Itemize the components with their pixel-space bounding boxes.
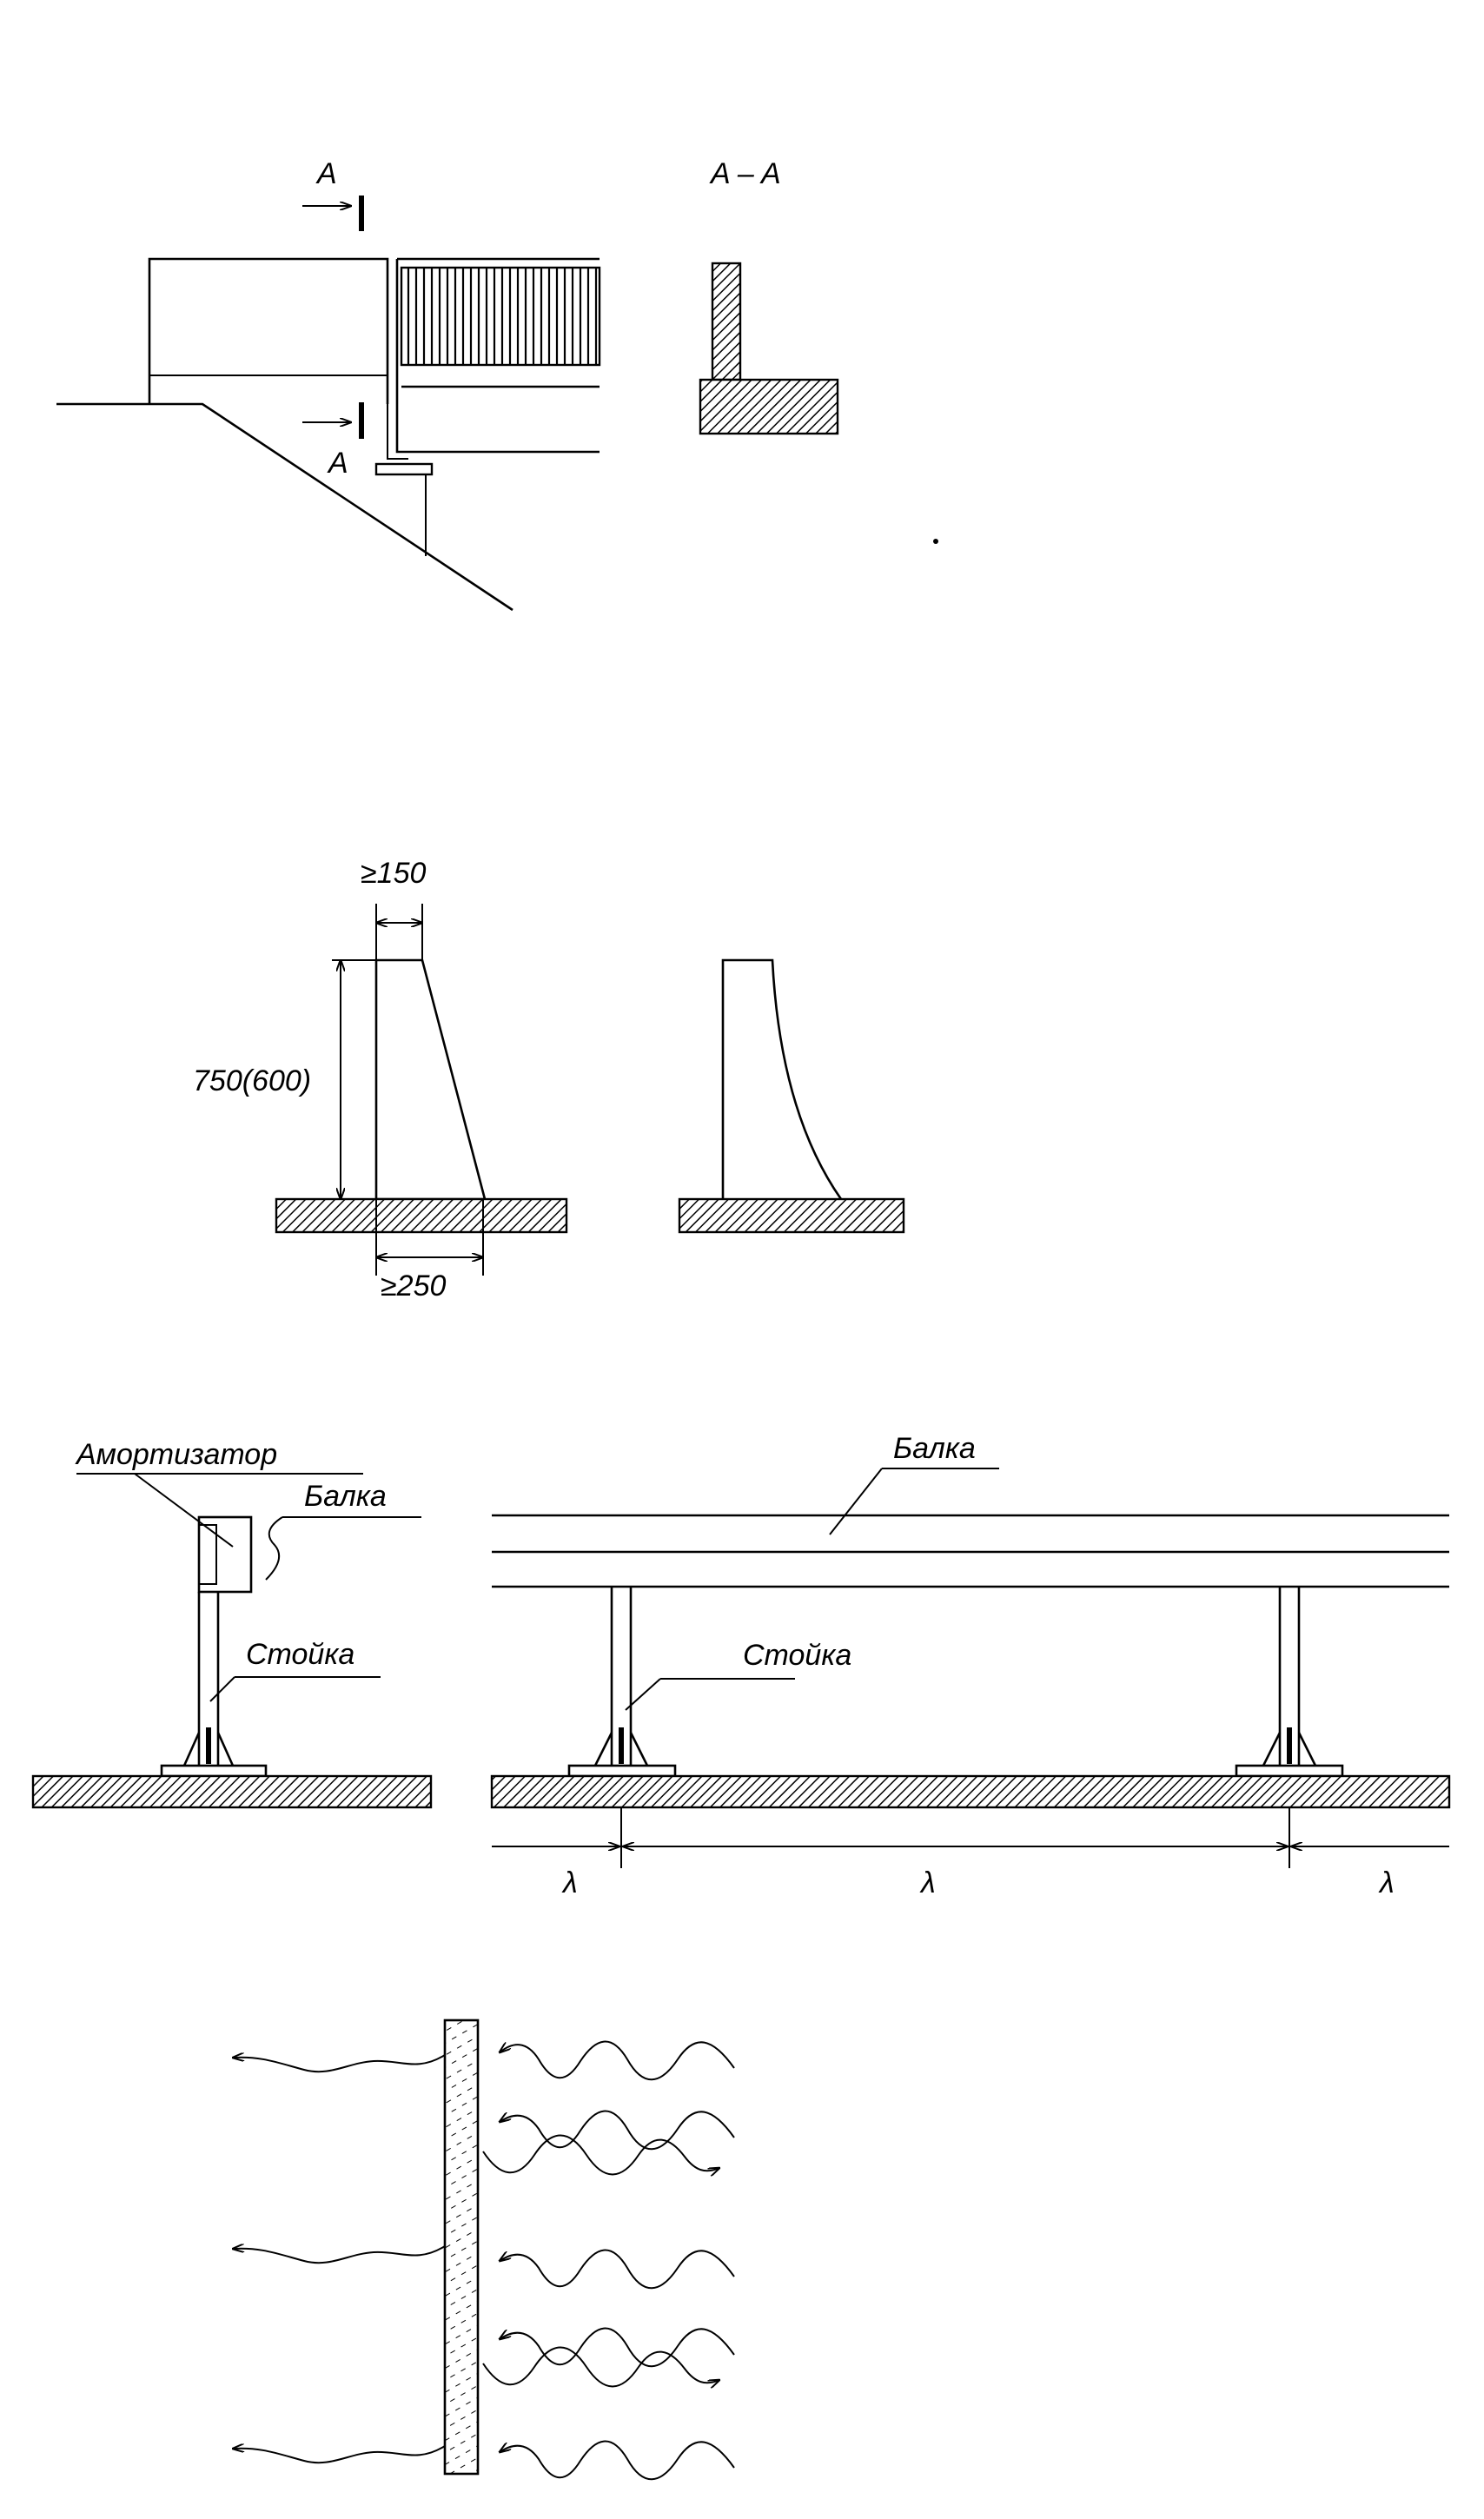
figure-1-bridge-parapet: A A A – A	[56, 157, 938, 612]
figure-3-guardrail: Амортизатор Балка Стойка Балка Стойка	[31, 1432, 1451, 1899]
section-title: A – A	[709, 157, 781, 190]
dim-bottom-width: ≥250	[381, 1269, 446, 1303]
transmitted-wave-3	[233, 2446, 446, 2464]
figure-4-noise-barrier	[233, 2019, 735, 2481]
dim-left-lambda: λ	[561, 1866, 578, 1899]
post-left-gusset-b	[216, 1732, 235, 1767]
post-2-gusset-a	[1262, 1732, 1282, 1767]
label-shock-absorber: Амортизатор	[75, 1438, 277, 1471]
stray-dot	[933, 539, 938, 544]
figure-2-concrete-barriers: ≥150 750(600) ≥250	[193, 857, 905, 1303]
ground-slope-line	[56, 402, 513, 612]
section-wall	[711, 262, 742, 381]
transmitted-wave-1	[233, 2055, 446, 2073]
incoming-wave-5	[500, 2440, 735, 2481]
abutment-block	[148, 257, 389, 404]
deck-outline	[395, 259, 600, 454]
parapet-rail	[400, 266, 601, 367]
leader-beam-left	[265, 1516, 283, 1581]
ground-hatch-guardrail-left	[31, 1774, 433, 1809]
dim-height: 750(600)	[193, 1064, 311, 1097]
label-post-left: Стойка	[246, 1638, 354, 1671]
incoming-wave-2	[500, 2110, 735, 2151]
post-1-base-plate	[567, 1764, 677, 1778]
leader-beam-right	[829, 1468, 883, 1535]
label-post-right: Стойка	[743, 1639, 851, 1672]
post-1-gusset-b	[629, 1732, 649, 1767]
section-label-bottom: A	[327, 447, 348, 480]
trapezoid-barrier	[374, 958, 487, 1201]
incoming-wave-1	[500, 2040, 735, 2081]
ground-hatch-left	[275, 1197, 568, 1234]
reflected-wave-2	[482, 2346, 719, 2387]
post-1-gusset-a	[593, 1732, 613, 1767]
dim-top-width: ≥150	[361, 857, 426, 890]
noise-screen-wall	[443, 2019, 480, 2476]
leader-shock-absorber	[134, 1473, 234, 1548]
reflected-wave-1	[482, 2134, 719, 2175]
dim-middle-lambda: λ	[919, 1866, 936, 1899]
post-2-gusset-b	[1297, 1732, 1317, 1767]
deck-edge-line	[387, 259, 408, 460]
post-left-base-plate	[160, 1764, 268, 1778]
section-base	[699, 378, 839, 435]
incoming-wave-4	[500, 2327, 735, 2368]
dim-right-lambda: λ	[1378, 1866, 1395, 1899]
label-beam-right: Балка	[893, 1432, 976, 1465]
leader-post-left	[209, 1676, 235, 1702]
ground-hatch-right	[678, 1197, 905, 1234]
post-2-base-plate	[1235, 1764, 1344, 1778]
incoming-wave-3	[500, 2249, 735, 2290]
label-beam-left: Балка	[304, 1480, 387, 1513]
post-left-gusset-a	[182, 1732, 201, 1767]
section-label-top: A	[315, 157, 337, 190]
transmitted-wave-2	[233, 2246, 446, 2264]
ground-hatch-guardrail-right	[490, 1774, 1451, 1809]
shock-absorber	[198, 1524, 217, 1585]
curved-barrier	[721, 958, 843, 1200]
bearing-plate	[374, 462, 434, 476]
leader-post-right	[625, 1678, 661, 1711]
